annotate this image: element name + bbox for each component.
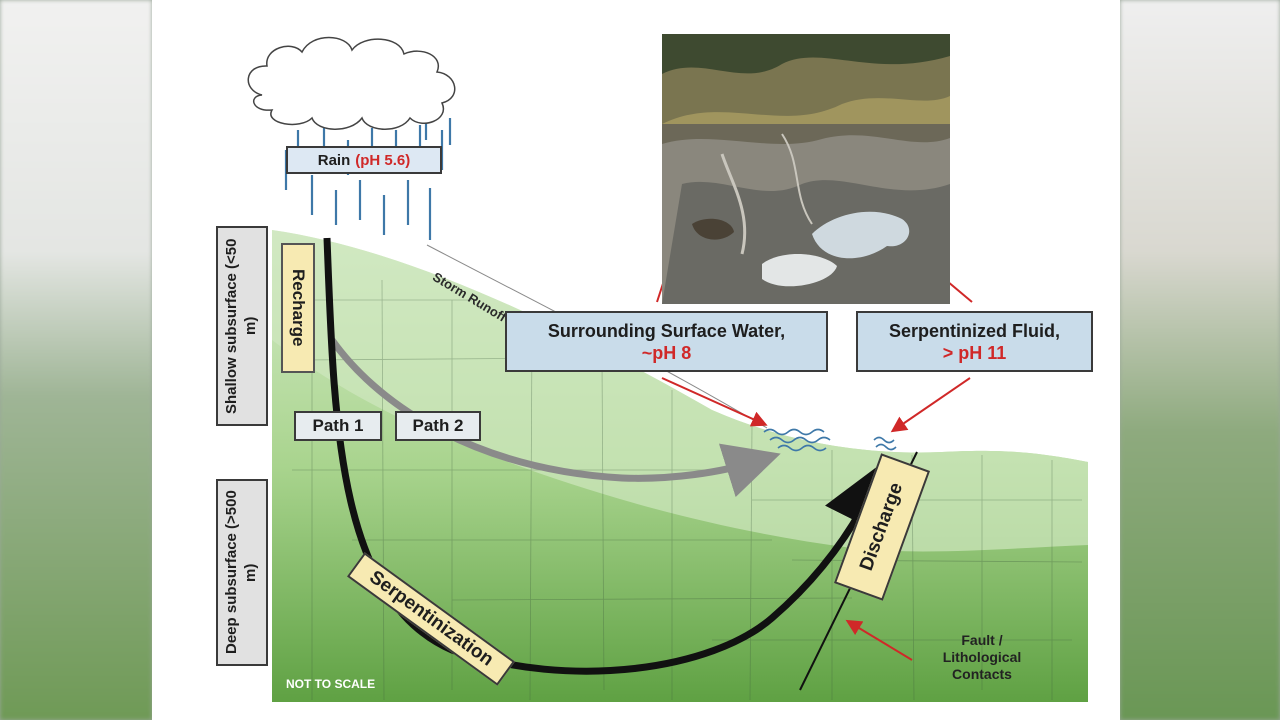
surface-water-title: Surrounding Surface Water, bbox=[547, 320, 786, 341]
path1-arrow bbox=[323, 237, 888, 675]
cloud-icon bbox=[247, 36, 456, 130]
deep-subsurface-label: Deep subsurface (>500 m) bbox=[223, 490, 259, 655]
left-blurred-margin bbox=[0, 0, 152, 720]
surface-water-ph: ~pH 8 bbox=[641, 342, 692, 363]
serpentinized-fluid-box: Serpentinized Fluid, > pH 11 bbox=[856, 311, 1093, 372]
rain-label-text: Rain bbox=[317, 151, 351, 169]
not-to-scale-note: NOT TO SCALE bbox=[286, 677, 376, 691]
deep-subsurface-box: Deep subsurface (>500 m) bbox=[216, 479, 268, 666]
rain-label: Rain (pH 5.6) bbox=[286, 146, 442, 174]
serpentinized-fluid-ph: > pH 11 bbox=[942, 342, 1007, 363]
serpentinized-fluid-title: Serpentinized Fluid, bbox=[888, 320, 1060, 341]
recharge-label: Recharge bbox=[281, 243, 315, 373]
path1-label: Path 1 bbox=[294, 411, 382, 441]
recharge-text: Recharge bbox=[289, 269, 308, 347]
rain-ph: (pH 5.6) bbox=[355, 151, 411, 169]
path2-label: Path 2 bbox=[395, 411, 481, 441]
right-blurred-margin bbox=[1120, 0, 1280, 720]
path2-arrow bbox=[329, 337, 781, 498]
fault-label: Fault / Lithological Contacts bbox=[942, 632, 1022, 682]
surface-water-box: Surrounding Surface Water, ~pH 8 bbox=[505, 311, 828, 372]
diagram-slide: Rain (pH 5.6) Shallow subsurface (<50 m)… bbox=[152, 0, 1120, 720]
spring-water-marks bbox=[763, 428, 897, 452]
shallow-subsurface-label: Shallow subsurface (<50 m) bbox=[223, 238, 259, 414]
rain-streaks bbox=[284, 118, 452, 240]
shallow-subsurface-box: Shallow subsurface (<50 m) bbox=[216, 226, 268, 426]
field-photo bbox=[662, 34, 950, 304]
